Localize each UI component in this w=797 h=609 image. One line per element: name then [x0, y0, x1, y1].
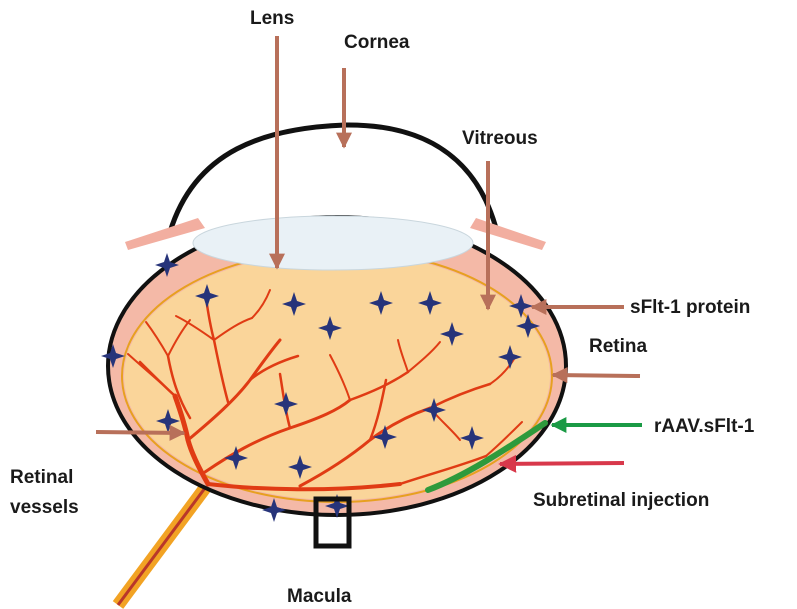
retina-arrow: [553, 375, 640, 376]
label-sflt1-protein: sFlt-1 protein: [630, 297, 750, 318]
label-macula: Macula: [287, 586, 352, 607]
label-raav: rAAV.sFlt-1: [654, 416, 755, 437]
label-lens: Lens: [250, 8, 294, 29]
optic-nerve: [118, 484, 208, 605]
label-retinal-vessels-line1: Retinal: [10, 467, 73, 488]
subretinal-injection-arrow: [500, 463, 624, 464]
label-vitreous: Vitreous: [462, 128, 538, 149]
label-retinal-vessels-line2: vessels: [10, 497, 79, 518]
lens: [193, 216, 473, 270]
label-cornea: Cornea: [344, 32, 410, 53]
label-subretinal-injection: Subretinal injection: [533, 490, 709, 511]
iris-right: [470, 218, 546, 250]
label-retina: Retina: [589, 336, 648, 357]
retinal-vessels-arrow: [96, 432, 184, 433]
